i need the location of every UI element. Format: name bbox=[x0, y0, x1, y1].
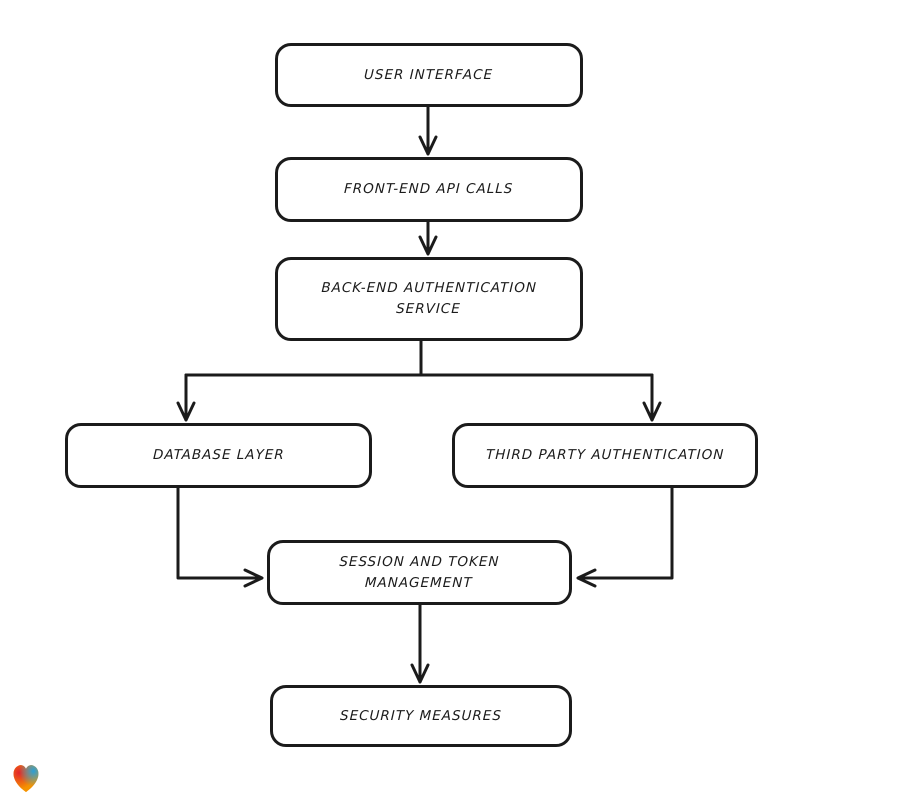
arrow-frontend-to-backend bbox=[418, 220, 438, 256]
node-security-measures: SECURITY MEASURES bbox=[270, 685, 572, 747]
node-database-layer: DATABASE LAYER bbox=[65, 423, 372, 488]
node-label: DATABASE LAYER bbox=[152, 447, 285, 464]
node-back-end-auth-service: BACK-END AUTHENTICATION SERVICE bbox=[275, 257, 583, 341]
arrow-session-to-security bbox=[410, 603, 430, 684]
arrow-thirdparty-to-session bbox=[576, 486, 674, 588]
node-label: BACK-END AUTHENTICATION SERVICE bbox=[321, 280, 538, 317]
arrow-backend-branch bbox=[176, 339, 662, 422]
node-session-token-management: SESSION AND TOKEN MANAGEMENT bbox=[267, 540, 572, 605]
gradient-heart-icon bbox=[13, 765, 39, 793]
node-label: THIRD PARTY AUTHENTICATION bbox=[485, 447, 725, 464]
node-label: SESSION AND TOKEN MANAGEMENT bbox=[339, 553, 501, 591]
node-label: FRONT-END API CALLS bbox=[344, 181, 514, 198]
node-third-party-authentication: THIRD PARTY AUTHENTICATION bbox=[452, 423, 758, 488]
node-label: USER INTERFACE bbox=[364, 66, 494, 83]
node-front-end-api-calls: FRONT-END API CALLS bbox=[275, 157, 583, 222]
node-user-interface: USER INTERFACE bbox=[275, 43, 583, 107]
heart-logo[interactable] bbox=[8, 760, 44, 796]
arrow-user-interface-to-frontend bbox=[418, 105, 438, 156]
arrow-database-to-session bbox=[176, 486, 264, 588]
node-label: SECURITY MEASURES bbox=[339, 707, 503, 724]
